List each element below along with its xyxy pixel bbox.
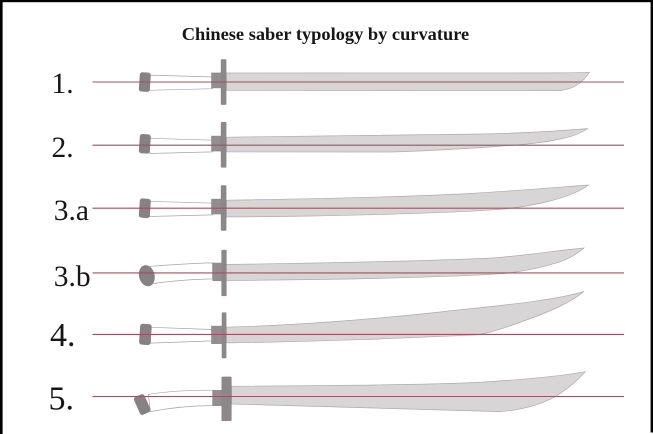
svg-text:3.b: 3.b [54, 261, 91, 293]
svg-text:5.: 5. [49, 380, 75, 417]
svg-text:2.: 2. [52, 132, 74, 164]
svg-text:Chinese saber typology by curv: Chinese saber typology by curvature [182, 24, 469, 44]
svg-text:4.: 4. [50, 317, 76, 354]
svg-text:3.a: 3.a [54, 195, 89, 227]
svg-text:1.: 1. [52, 68, 74, 100]
